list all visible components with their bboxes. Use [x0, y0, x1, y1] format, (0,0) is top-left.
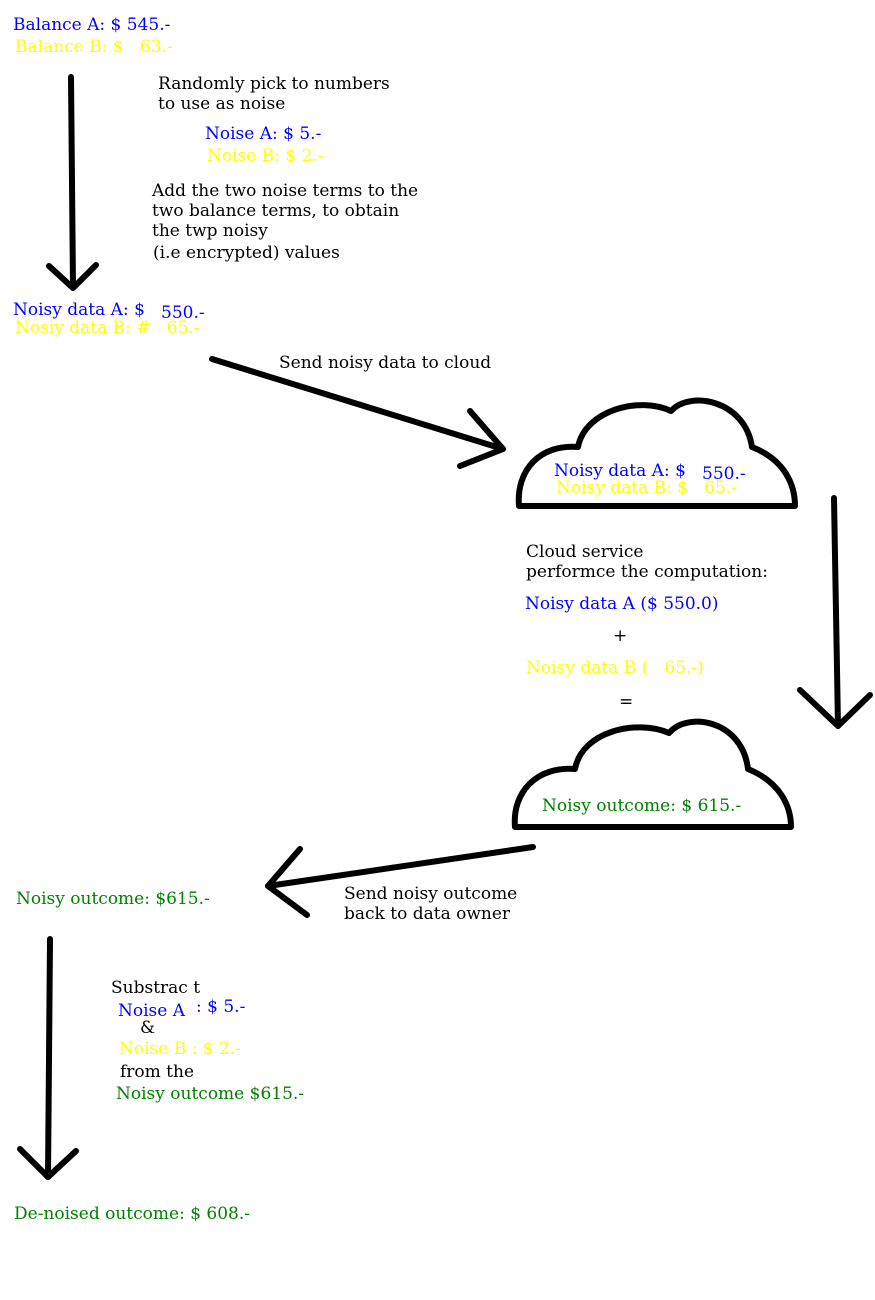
- compute-line1: Cloud service: [526, 542, 644, 562]
- compute-plus: +: [613, 626, 628, 646]
- denoised-outcome: De-noised outcome: $ 608.-: [14, 1204, 251, 1224]
- subtract-noise-a-value: : $ 5.-: [196, 997, 246, 1017]
- owner-noisy-outcome: Noisy outcome: $615.-: [16, 889, 210, 909]
- left-arrow-icon: [265, 844, 536, 918]
- down-arrow-icon: [46, 74, 99, 291]
- from-the-label: from the: [120, 1062, 195, 1082]
- noisy-data-b: Nosiy data B: # 65.-: [15, 318, 200, 338]
- cloud-icon: [511, 718, 794, 830]
- compute-term-a: Noisy data A ($ 550.0): [525, 594, 719, 614]
- send-to-cloud-label: Send noisy data to cloud: [279, 353, 492, 373]
- noisy-data-a-value: 550.-: [161, 303, 205, 323]
- noise-b: Noise B: $ 2.-: [207, 146, 324, 166]
- noise-note-line2: to use as noise: [158, 94, 286, 114]
- add-note-line2: two balance terms, to obtain: [152, 201, 400, 221]
- noisy-data-a-label: Noisy data A: $: [13, 300, 145, 320]
- down-arrow-icon: [797, 495, 873, 729]
- noise-note-line1: Randomly pick to numbers: [158, 74, 390, 94]
- cloud-noisy-data-a-label: Noisy data A: $: [554, 461, 686, 481]
- substract-label: Substrac t: [111, 978, 201, 998]
- cloud-noisy-data-a-value: 550.-: [702, 464, 746, 484]
- send-back-line1: Send noisy outcome: [344, 884, 518, 904]
- right-arrow-icon: [209, 356, 506, 469]
- cloud-noisy-outcome: Noisy outcome: $ 615.-: [542, 796, 742, 816]
- compute-equals: =: [619, 692, 634, 712]
- compute-term-b: Noisy data B ( 65.-): [526, 658, 704, 678]
- subtract-noise-b: Noise B : $ 2.-: [119, 1039, 241, 1059]
- send-back-line2: back to data owner: [344, 904, 511, 924]
- add-note-line1: Add the two noise terms to the: [152, 181, 419, 201]
- subtract-noise-a-label: Noise A: [118, 1001, 186, 1021]
- subtract-noisy-outcome: Noisy outcome $615.-: [116, 1084, 305, 1104]
- down-arrow-icon: [17, 936, 79, 1180]
- balance-b: Balance B: $ 63.-: [15, 37, 173, 57]
- cloud-icon: [515, 397, 798, 509]
- noise-a: Noise A: $ 5.-: [205, 124, 322, 144]
- compute-line2: performce the computation:: [526, 562, 768, 582]
- add-note-line4: (i.e encrypted) values: [153, 243, 340, 263]
- cloud-noisy-data-b: Noisy data B: $ 65.-: [556, 478, 738, 498]
- add-note-line3: the twp noisy: [152, 221, 268, 241]
- ampersand: &: [140, 1018, 156, 1038]
- balance-a: Balance A: $ 545.-: [13, 15, 171, 35]
